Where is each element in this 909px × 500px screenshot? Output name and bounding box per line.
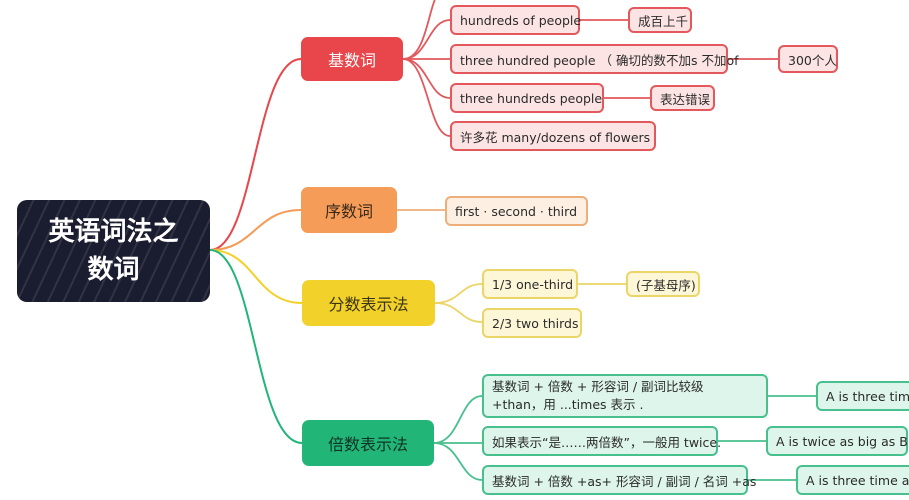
leaf-multiple-rule1[interactable]: 基数词 + 倍数 + 形容词 / 副词比较级 +than，用 ...times …	[482, 374, 768, 418]
leaf-three-hundred-meaning[interactable]: 300个人	[778, 45, 838, 73]
branch-multiple[interactable]: 倍数表示法	[302, 420, 434, 466]
leaf-multiple-rule2-example[interactable]: A is twice as big as B.	[766, 426, 909, 456]
leaf-multiple-rule3-example[interactable]: A is three time as	[796, 465, 909, 495]
root-node[interactable]: 英语词法之 数词	[17, 200, 210, 302]
leaf-three-hundreds-people[interactable]: three hundreds people	[450, 83, 604, 113]
leaf-three-hundred-people[interactable]: three hundred people （ 确切的数不加s 不加of	[450, 44, 739, 74]
leaf-one-third[interactable]: 1/3 one-third	[482, 269, 578, 299]
leaf-hundreds-meaning[interactable]: 成百上千	[628, 7, 692, 33]
root-title-line2: 数词	[87, 255, 140, 285]
leaf-two-thirds[interactable]: 2/3 two thirds	[482, 308, 582, 338]
leaf-ordinal-examples[interactable]: first · second · third	[445, 196, 588, 226]
branch-cardinal[interactable]: 基数词	[301, 37, 403, 81]
leaf-many-flowers[interactable]: 许多花 many/dozens of flowers	[450, 121, 656, 151]
leaf-one-third-note[interactable]: (子基母序)	[626, 271, 700, 297]
root-title-line1: 英语词法之	[48, 217, 179, 247]
leaf-hundreds-of-people[interactable]: hundreds of people	[450, 5, 581, 35]
leaf-multiple-rule2[interactable]: 如果表示“是……两倍数”，一般用 twice.	[482, 426, 721, 456]
leaf-multiple-rule1-example[interactable]: A is three time	[816, 381, 909, 411]
leaf-three-hundreds-note[interactable]: 表达错误	[650, 85, 715, 111]
branch-fraction[interactable]: 分数表示法	[302, 280, 435, 326]
leaf-multiple-rule3[interactable]: 基数词 + 倍数 +as+ 形容词 / 副词 / 名词 +as	[482, 465, 756, 495]
branch-ordinal[interactable]: 序数词	[301, 187, 397, 233]
